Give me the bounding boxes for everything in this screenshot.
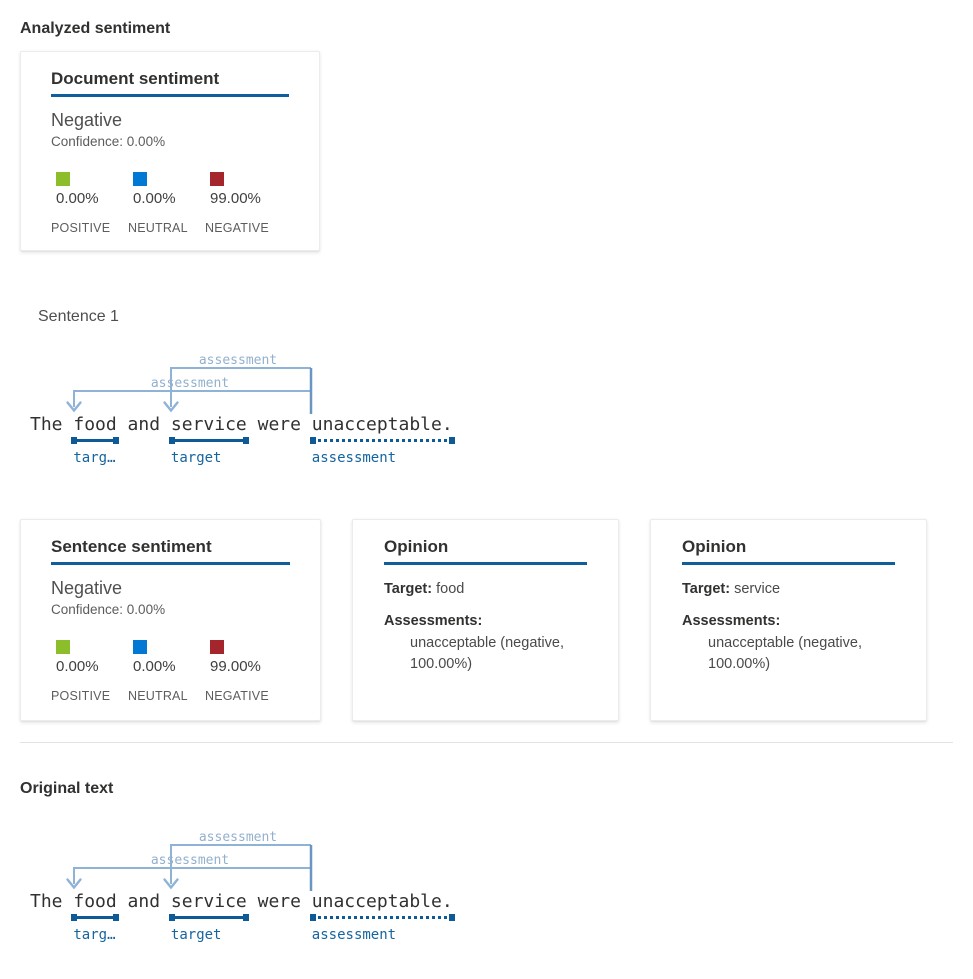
positive-color-swatch-icon [56, 640, 70, 654]
negative-color-swatch-icon [210, 640, 224, 654]
annotation-brackets-svg: assessment assessment [66, 830, 313, 891]
assessments-label: Assessments: [682, 613, 781, 629]
target-span-label: target [170, 450, 222, 466]
neutral-score-column: 0.00% NEUTRAL [128, 640, 205, 703]
neutral-color-swatch-icon [133, 640, 147, 654]
assessments-label: Assessments: [384, 613, 483, 629]
bracket-line-food [73, 867, 311, 884]
assessment-underline [309, 437, 455, 444]
target-underline [168, 437, 249, 444]
arrow-down-icon [66, 878, 82, 890]
score-value: 99.00% [210, 190, 261, 207]
negative-score-column: 99.00% NEGATIVE [205, 172, 282, 235]
plain-text: were [246, 891, 312, 912]
score-label: POSITIVE [51, 689, 111, 703]
sentence-1-heading: Sentence 1 [38, 308, 119, 325]
confidence-text: Confidence: 0.00% [51, 134, 166, 149]
plain-text: The [30, 891, 74, 912]
plain-text: The [30, 414, 74, 435]
neutral-score-column: 0.00% NEUTRAL [128, 172, 205, 235]
card-title: Document sentiment [51, 69, 289, 97]
score-value: 0.00% [56, 658, 99, 675]
bracket-line-service [170, 844, 311, 884]
score-label: POSITIVE [51, 221, 111, 235]
score-value: 0.00% [133, 190, 176, 207]
score-value: 0.00% [56, 190, 99, 207]
positive-score-column: 0.00% POSITIVE [51, 640, 128, 703]
bracket-line-service [170, 367, 311, 407]
target-line: Target: service [682, 581, 895, 597]
sentence-sentiment-card: Sentence sentiment Negative Confidence: … [20, 519, 321, 721]
target-line: Target: food [384, 581, 587, 597]
target-value: service [734, 581, 781, 597]
sentiment-value: Negative [51, 110, 123, 130]
card-title: Opinion [384, 537, 587, 565]
bracket-label-assessment: assessment [199, 830, 277, 845]
bracket-label-assessment: assessment [151, 376, 229, 391]
assessment-span-label: assessment [311, 927, 397, 943]
bracket-label-assessment: assessment [151, 853, 229, 868]
sentiment-value: Negative [51, 578, 123, 598]
negative-color-swatch-icon [210, 172, 224, 186]
sentiment-score-row: 0.00% POSITIVE 0.00% NEUTRAL 99.00% NEGA… [51, 172, 289, 235]
confidence-text: Confidence: 0.00% [51, 602, 166, 617]
bracket-label-assessment: assessment [199, 353, 277, 368]
token-unacceptable[interactable]: unacceptable.assessment [309, 413, 455, 466]
document-sentiment-card: Document sentiment Negative Confidence: … [20, 51, 320, 251]
assessment-item: unacceptable (negative, 100.00%) [410, 635, 564, 672]
plain-text: and [116, 891, 171, 912]
target-underline [168, 914, 249, 921]
sentiment-score-row: 0.00% POSITIVE 0.00% NEUTRAL 99.00% NEGA… [51, 640, 290, 703]
arrow-down-icon [163, 401, 179, 413]
score-value: 0.00% [133, 658, 176, 675]
neutral-color-swatch-icon [133, 172, 147, 186]
arrow-down-icon [163, 878, 179, 890]
target-span-label: targ… [73, 927, 116, 943]
target-value: food [436, 581, 465, 597]
arrow-down-icon [66, 401, 82, 413]
score-label: NEGATIVE [205, 689, 269, 703]
score-label: NEUTRAL [128, 221, 188, 235]
annotation-brackets-svg: assessment assessment [66, 353, 313, 414]
section-divider [20, 742, 953, 743]
target-underline [71, 437, 120, 444]
plain-text: were [246, 414, 312, 435]
token-unacceptable[interactable]: unacceptable.assessment [309, 890, 455, 943]
opinion-card-service: Opinion Target: service Assessments: una… [650, 519, 927, 721]
assessment-span-label: assessment [311, 450, 397, 466]
sentence-cards-row: Sentence sentiment Negative Confidence: … [20, 519, 973, 721]
positive-score-column: 0.00% POSITIVE [51, 172, 128, 235]
bracket-line-food [73, 390, 311, 407]
original-text-heading: Original text [20, 780, 114, 797]
target-span-label: target [170, 927, 222, 943]
negative-score-column: 99.00% NEGATIVE [205, 640, 282, 703]
card-title: Opinion [682, 537, 895, 565]
assessment-item: unacceptable (negative, 100.00%) [708, 635, 862, 672]
target-label: Target: [682, 581, 731, 597]
target-label: Target: [384, 581, 433, 597]
target-span-label: targ… [73, 450, 116, 466]
analyzed-sentiment-heading: Analyzed sentiment [20, 20, 171, 37]
score-label: NEGATIVE [205, 221, 269, 235]
opinion-card-food: Opinion Target: food Assessments: unacce… [352, 519, 619, 721]
card-title: Sentence sentiment [51, 537, 290, 565]
score-value: 99.00% [210, 658, 261, 675]
plain-text: and [116, 414, 171, 435]
target-underline [71, 914, 120, 921]
assessment-underline [309, 914, 455, 921]
positive-color-swatch-icon [56, 172, 70, 186]
score-label: NEUTRAL [128, 689, 188, 703]
